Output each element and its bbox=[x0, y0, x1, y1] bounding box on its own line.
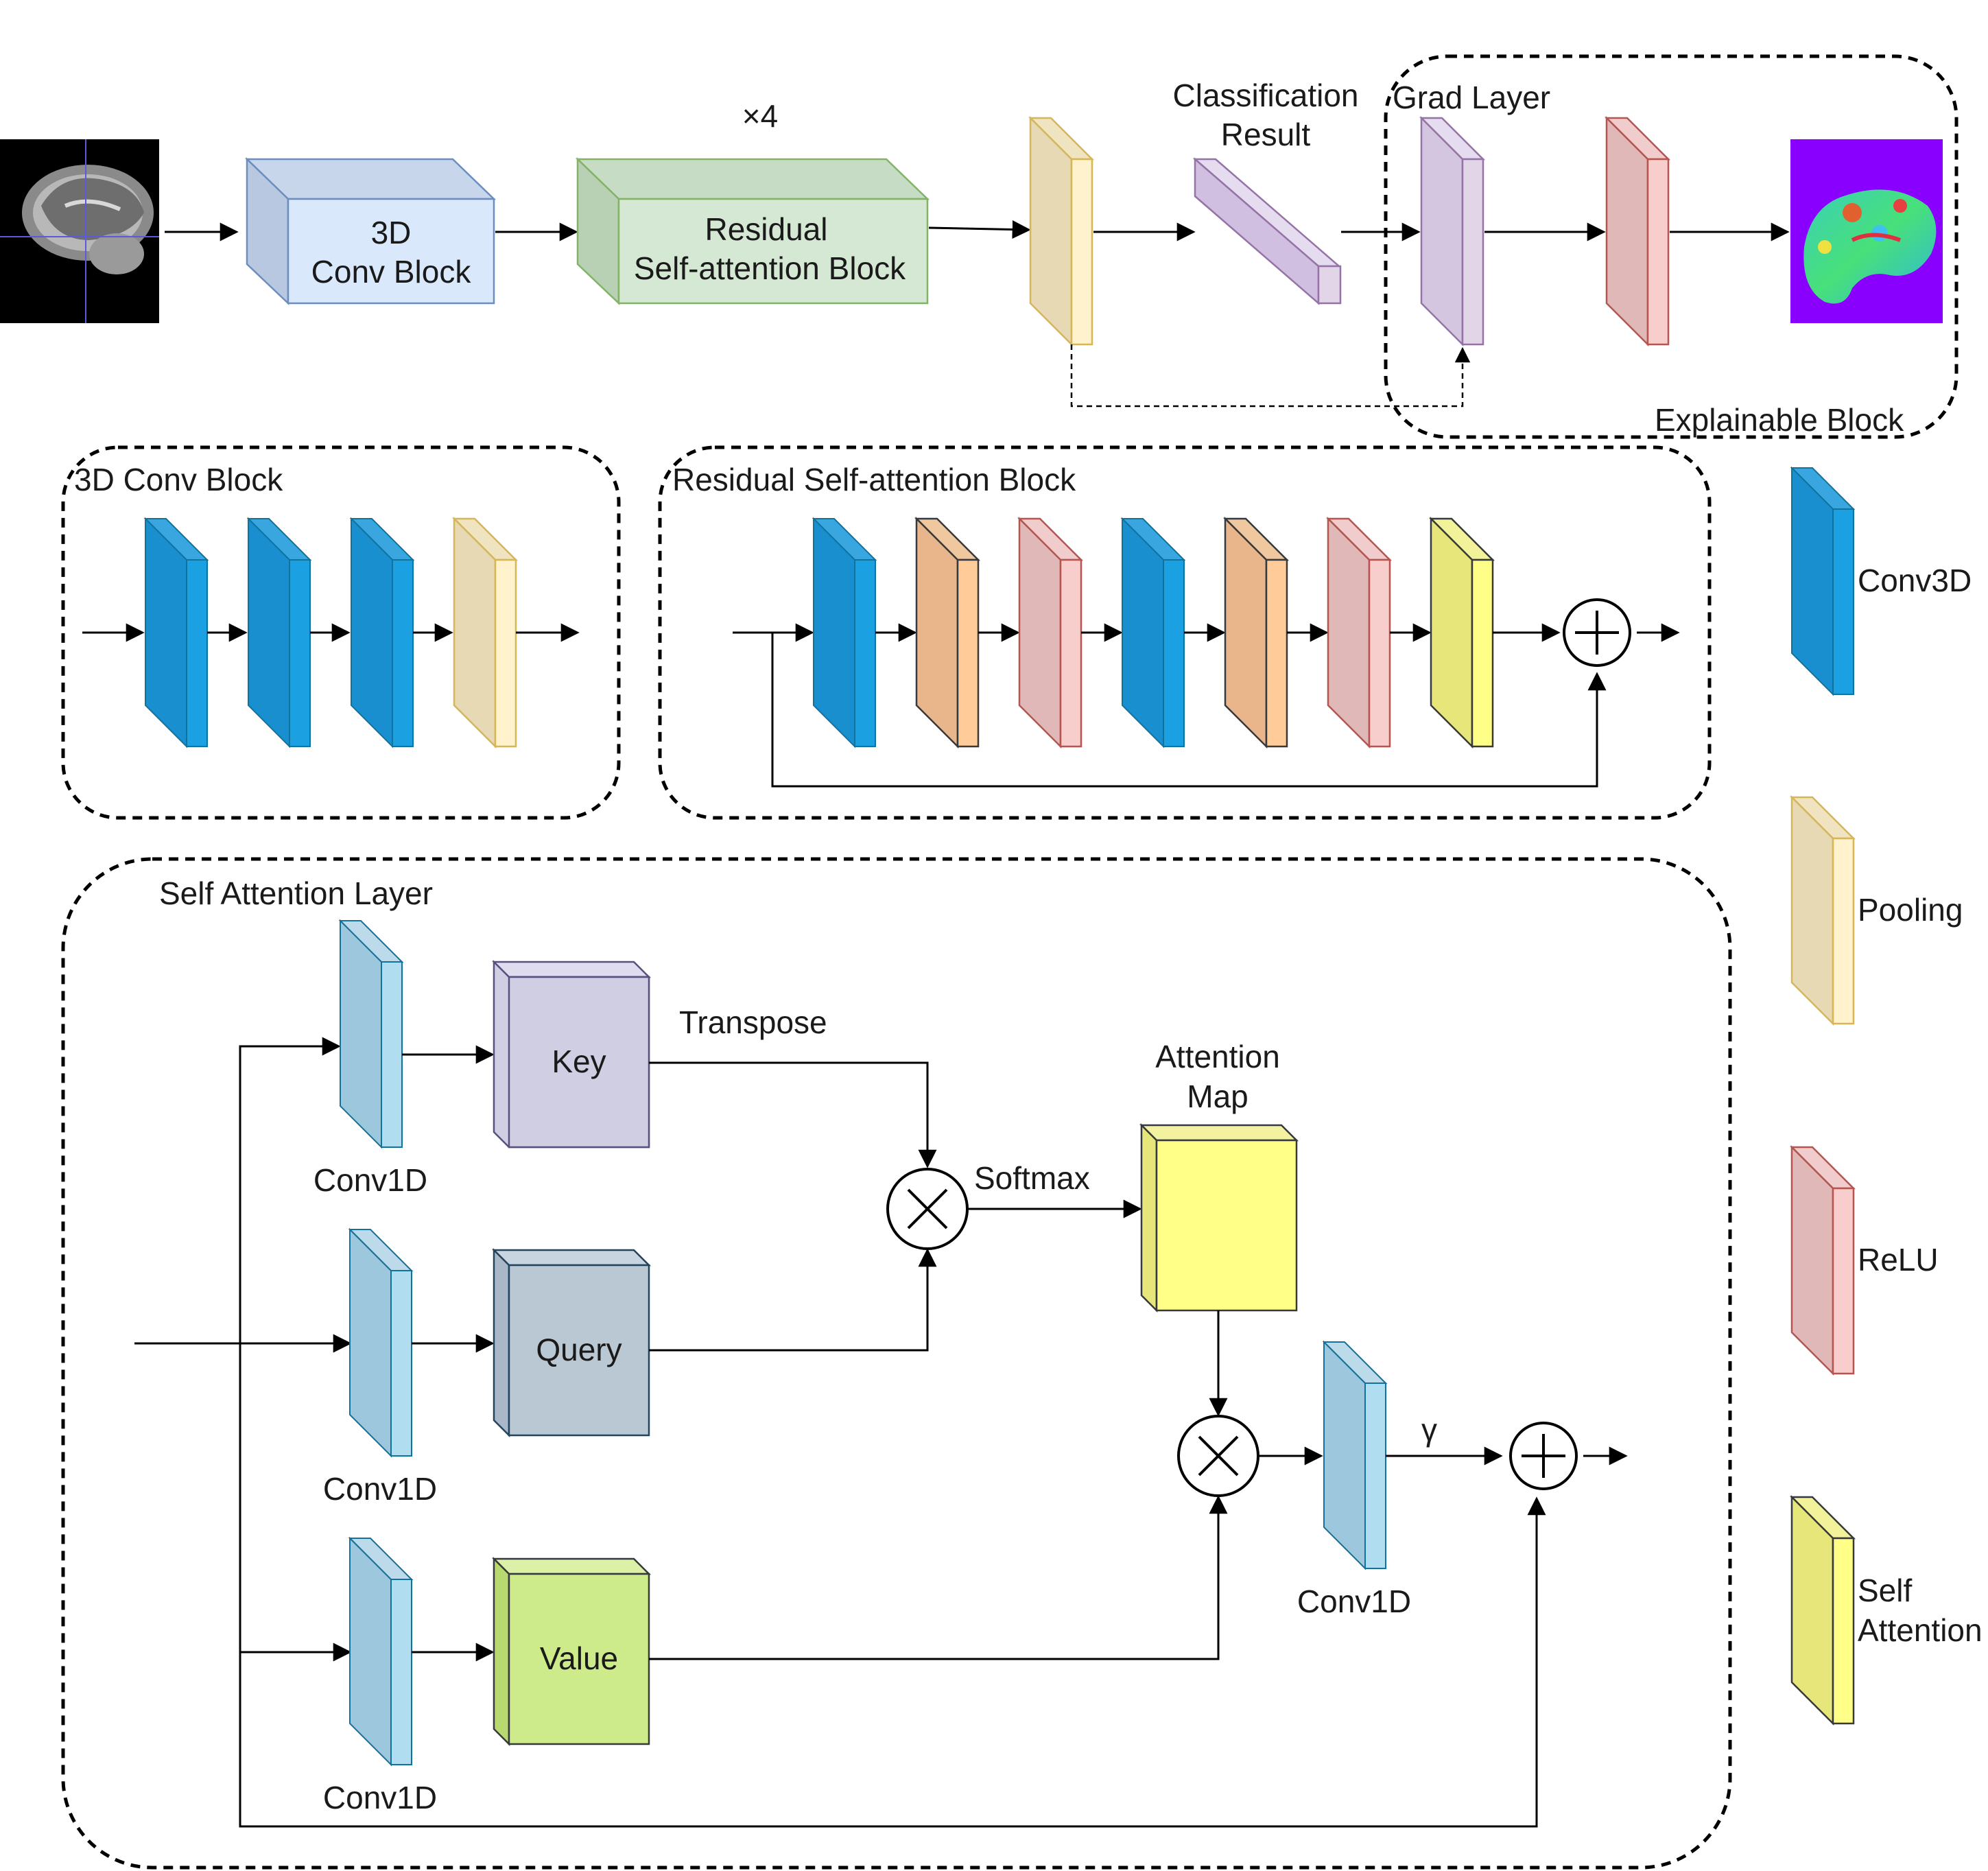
repeat-label: ×4 bbox=[742, 98, 778, 134]
conv3d-block-region bbox=[61, 445, 621, 820]
conv-block-label-2: Conv Block bbox=[311, 254, 472, 290]
explainable-block-region bbox=[1384, 54, 1959, 439]
residual-relu-2 bbox=[1325, 516, 1393, 749]
grad-layer bbox=[1419, 115, 1486, 347]
top-pooling-layer bbox=[1028, 115, 1095, 347]
legend-conv3d-label: Conv3D bbox=[1858, 563, 1972, 598]
residual-label-1: Residual bbox=[705, 211, 828, 247]
conv1d-value-label: Conv1D bbox=[323, 1780, 437, 1815]
heatmap-output-image bbox=[1790, 139, 1943, 323]
attention-map-label-2: Map bbox=[1187, 1079, 1248, 1114]
key-label: Key bbox=[552, 1044, 606, 1079]
query-box: Query bbox=[491, 1247, 652, 1438]
residual-self-attention-layer bbox=[1428, 516, 1495, 749]
attention-map-label-1: Attention bbox=[1155, 1039, 1280, 1074]
conv3d-block-pooling bbox=[451, 516, 519, 749]
conv3d-block-title: 3D Conv Block bbox=[74, 462, 283, 497]
attention-map-box: Attention Map bbox=[1139, 1039, 1299, 1313]
legend-item-relu: ReLU bbox=[1789, 1144, 1939, 1376]
classification-label-1: Classification bbox=[1173, 78, 1359, 113]
conv1d-query: Conv1D bbox=[323, 1227, 437, 1507]
conv-block-3d-box: 3D Conv Block bbox=[244, 157, 497, 305]
mri-input-image bbox=[0, 139, 159, 323]
residual-add-node bbox=[1563, 598, 1631, 667]
residual-label-2: Self-attention Block bbox=[634, 250, 906, 286]
value-box: Value bbox=[491, 1556, 652, 1747]
conv-block-label-1: 3D bbox=[371, 215, 412, 250]
residual-conv3d-2 bbox=[1120, 517, 1186, 749]
conv3d-block-layer-3 bbox=[349, 517, 415, 749]
residual-batchnorm-1 bbox=[914, 516, 981, 749]
residual-block-title: Residual Self-attention Block bbox=[672, 462, 1076, 497]
value-label: Value bbox=[540, 1640, 618, 1676]
classification-result-bar: Classification Result bbox=[1173, 78, 1359, 305]
multiply-node-output bbox=[1177, 1415, 1259, 1497]
attention-add-node bbox=[1509, 1422, 1578, 1490]
conv3d-block-layer-2 bbox=[246, 517, 312, 749]
residual-block-region bbox=[658, 445, 1712, 820]
residual-batchnorm-2 bbox=[1222, 516, 1290, 749]
conv1d-value: Conv1D bbox=[323, 1536, 437, 1815]
residual-block-box: ×4 Residual Self-attention Block bbox=[575, 98, 930, 305]
legend-attention-label: Attention bbox=[1858, 1612, 1983, 1648]
legend: Conv3D Pooling ReLU Self Attention bbox=[1789, 466, 1983, 1726]
legend-item-conv3d: Conv3D bbox=[1790, 466, 1972, 696]
multiply-node-attention bbox=[886, 1168, 969, 1250]
legend-item-pooling: Pooling bbox=[1789, 795, 1963, 1026]
legend-item-self-attention: Self Attention bbox=[1789, 1494, 1983, 1726]
self-attention-title: Self Attention Layer bbox=[159, 875, 433, 911]
softmax-label: Softmax bbox=[974, 1160, 1090, 1196]
gamma-label: γ bbox=[1421, 1412, 1437, 1448]
legend-pooling-label: Pooling bbox=[1858, 892, 1963, 928]
legend-self-label: Self bbox=[1858, 1573, 1912, 1608]
conv1d-key-label: Conv1D bbox=[313, 1162, 427, 1198]
grad-layer-label: Grad Layer bbox=[1393, 80, 1550, 115]
query-label: Query bbox=[536, 1332, 622, 1367]
transpose-label: Transpose bbox=[679, 1004, 827, 1040]
explainable-block-label: Explainable Block bbox=[1655, 402, 1904, 438]
conv1d-query-label: Conv1D bbox=[323, 1471, 437, 1507]
key-box: Key bbox=[491, 959, 652, 1149]
explainable-relu-layer bbox=[1604, 115, 1671, 347]
conv1d-output: Conv1D bbox=[1297, 1340, 1411, 1619]
legend-relu-label: ReLU bbox=[1858, 1242, 1939, 1278]
classification-label-2: Result bbox=[1221, 117, 1311, 152]
conv1d-key: Conv1D bbox=[313, 919, 427, 1198]
self-attention-region bbox=[61, 857, 1732, 1870]
conv3d-block-layer-1 bbox=[143, 517, 209, 749]
conv1d-output-label: Conv1D bbox=[1297, 1584, 1411, 1619]
residual-conv3d-1 bbox=[812, 517, 877, 749]
residual-relu-1 bbox=[1017, 516, 1084, 749]
